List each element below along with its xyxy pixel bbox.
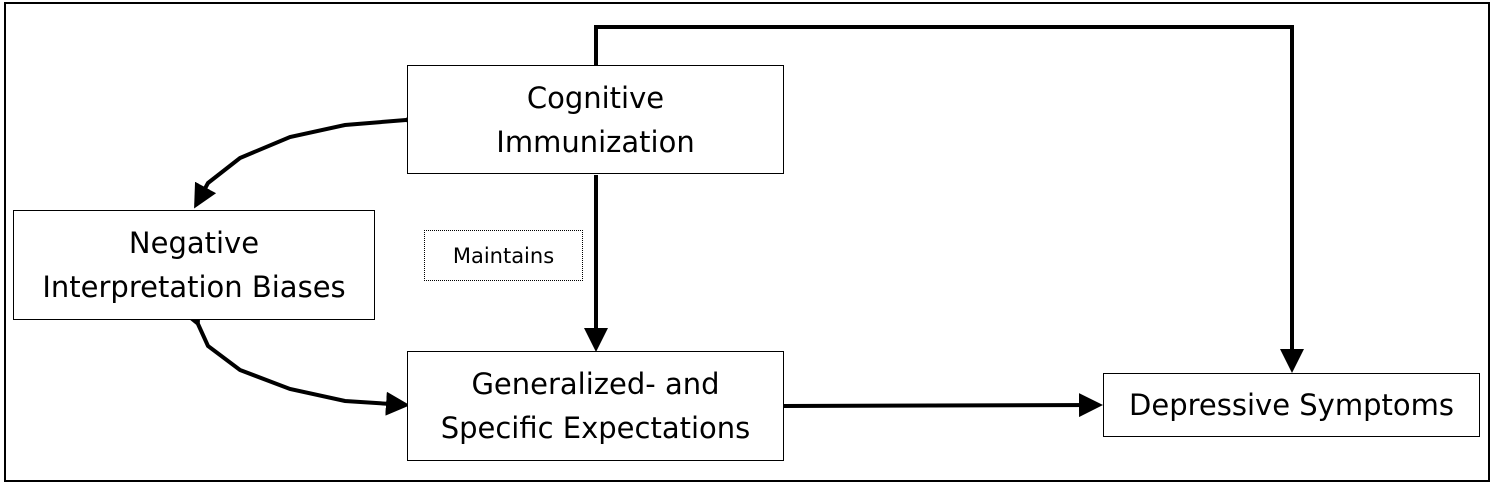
edge-immunization-symptoms	[594, 25, 1304, 373]
node-negative-interpretation-biases: Negative Interpretation Biases	[13, 210, 375, 320]
diagram-frame	[4, 2, 1490, 482]
node-depressive-symptoms-label: Depressive Symptoms	[1129, 388, 1454, 422]
node-expectations: Generalized- and Specific Expectations	[407, 351, 784, 461]
edge-expectations-symptoms	[783, 393, 1103, 418]
node-depressive-symptoms: Depressive Symptoms	[1103, 373, 1480, 437]
node-expectations-label: Generalized- and Specific Expectations	[440, 367, 751, 445]
edge-biases-expectations	[178, 300, 410, 416]
edge-label-maintains-text: Maintains	[452, 243, 555, 268]
node-negative-interpretation-biases-label: Negative Interpretation Biases	[42, 226, 346, 304]
node-cognitive-immunization: Cognitive Immunization	[407, 65, 784, 174]
edge-immunization-biases	[194, 106, 427, 209]
node-cognitive-immunization-label: Cognitive Immunization	[496, 80, 695, 159]
edge-label-maintains: Maintains	[424, 230, 583, 281]
